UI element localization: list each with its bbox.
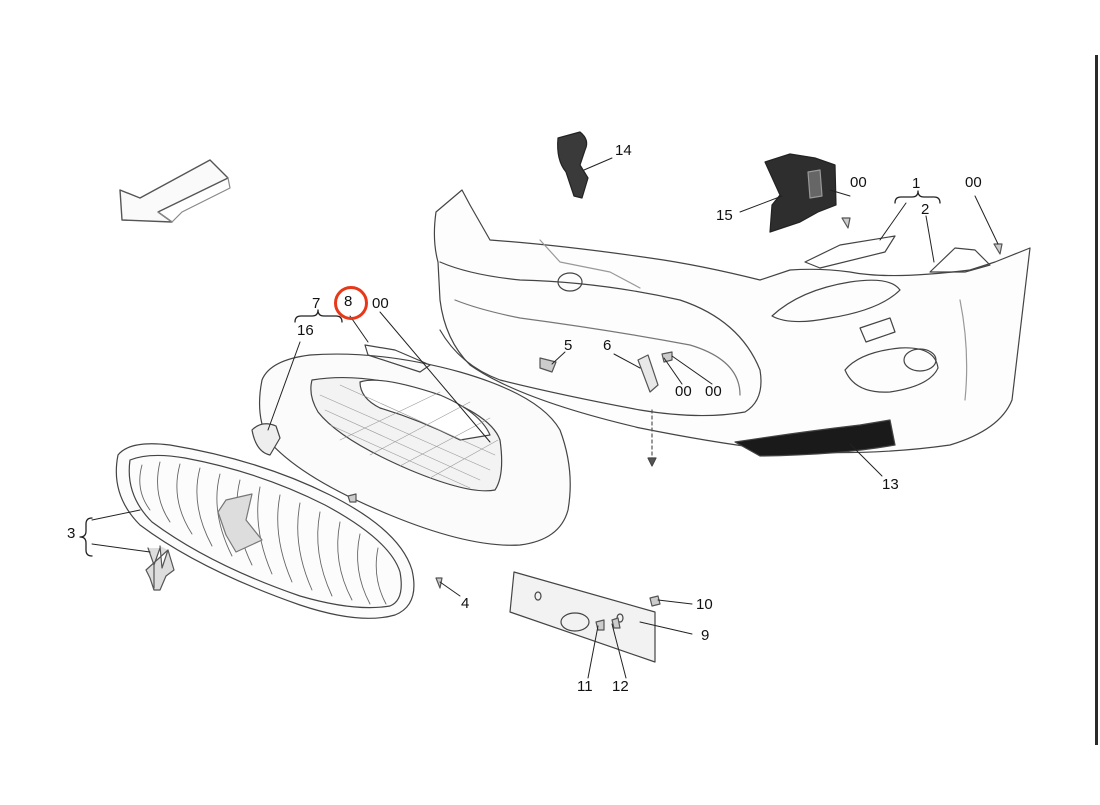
side-shield [764, 153, 837, 233]
air-duct-bracket [557, 131, 589, 199]
callout-16: 16 [297, 322, 314, 339]
callout-code: 00 [675, 383, 692, 400]
callout-3: 3 [67, 525, 76, 542]
callout-1: 1 [912, 175, 921, 192]
callout-13: 13 [882, 476, 899, 493]
grouping-braces [79, 190, 941, 557]
callout-6: 6 [603, 337, 612, 354]
license-plate-holder [509, 571, 656, 663]
callout-code: 00 [372, 295, 389, 312]
callout-11: 11 [577, 678, 593, 695]
callout-5: 5 [564, 337, 573, 354]
leader-lines [91, 157, 999, 679]
front-bumper [433, 189, 1031, 467]
callout-code: 00 [705, 383, 722, 400]
direction-arrow-icon [119, 159, 231, 223]
grille-frame [251, 344, 571, 546]
callout-9: 9 [701, 627, 710, 644]
callout-2: 2 [921, 201, 930, 218]
callout-10: 10 [696, 596, 713, 613]
right-border-line [1095, 55, 1098, 745]
callout-7: 7 [312, 295, 321, 312]
callout-12: 12 [612, 678, 629, 695]
callout-4: 4 [461, 595, 470, 612]
callout-15: 15 [716, 207, 733, 224]
callout-code: 00 [850, 174, 867, 191]
callout-code: 00 [965, 174, 982, 191]
highlight-ring [334, 286, 368, 320]
trident-logo-icon [145, 545, 175, 591]
callout-14: 14 [615, 142, 632, 159]
front-grille [115, 443, 415, 619]
fasteners [347, 217, 1003, 631]
